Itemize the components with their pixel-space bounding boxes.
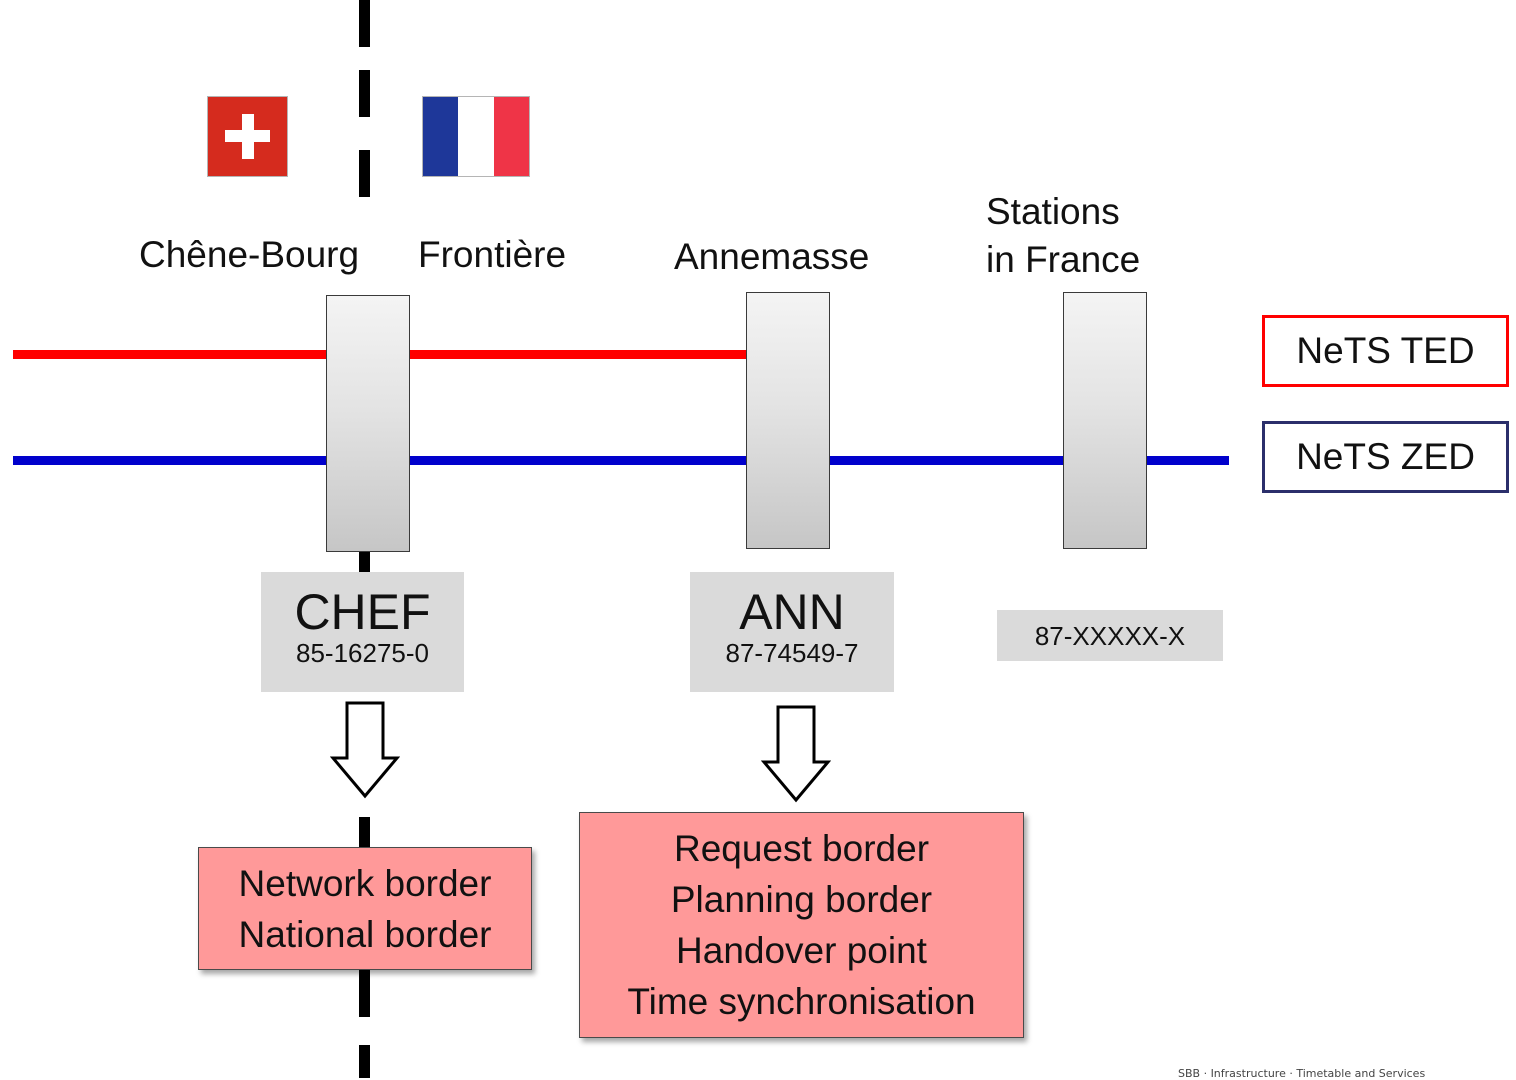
code-number-ann: 87-74549-7 [725,638,859,668]
down-arrow-icon [330,701,400,799]
station-pillar-chene-bourg [326,295,410,552]
footer-text: SBB · Infrastructure · Timetable and Ser… [1178,1067,1426,1080]
border-dash [359,0,370,47]
border-dash [359,150,370,197]
info-line-network-border: Network border [238,862,492,904]
station-label-france: Stations in France [986,188,1140,284]
station-pillar-france [1063,292,1147,549]
legend-nets-ted: NeTS TED [1262,315,1509,387]
border-dash [359,970,370,1017]
swiss-flag-icon [208,97,287,176]
info-line-handover-point: Handover point [676,930,927,971]
border-dash [359,552,370,572]
down-arrow-icon [761,705,831,803]
info-line-national-border: National border [238,913,492,955]
border-dash [359,1045,370,1078]
code-name-ann: ANN [739,584,845,640]
code-box-chef: CHEF 85-16275-0 [261,572,464,692]
info-line-planning-border: Planning border [670,879,933,920]
info-line-request-border: Request border [673,828,930,869]
code-box-ann: ANN 87-74549-7 [690,572,894,692]
border-dash [359,70,370,117]
station-pillar-annemasse [746,292,830,549]
code-name-chef: CHEF [294,584,431,640]
legend-nets-zed: NeTS ZED [1262,421,1509,493]
info-box-request-border: Request border Planning border Handover … [579,812,1024,1038]
code-number-chef: 85-16275-0 [296,638,429,668]
station-label-chene-bourg: Chêne-Bourg [139,234,360,275]
code-box-france: 87-XXXXX-X [997,610,1223,661]
station-label-france-line1: Stations [986,191,1120,232]
station-label-france-line2: in France [986,239,1141,280]
info-box-network-border: Network border National border [198,847,532,970]
station-label-frontiere: Frontière [418,234,567,275]
code-number-france: 87-XXXXX-X [1034,620,1186,651]
border-dash [359,817,370,847]
zed-line [13,456,1229,465]
station-label-annemasse: Annemasse [674,236,870,277]
french-flag-icon [423,97,529,176]
info-line-time-sync: Time synchronisation [627,981,976,1022]
